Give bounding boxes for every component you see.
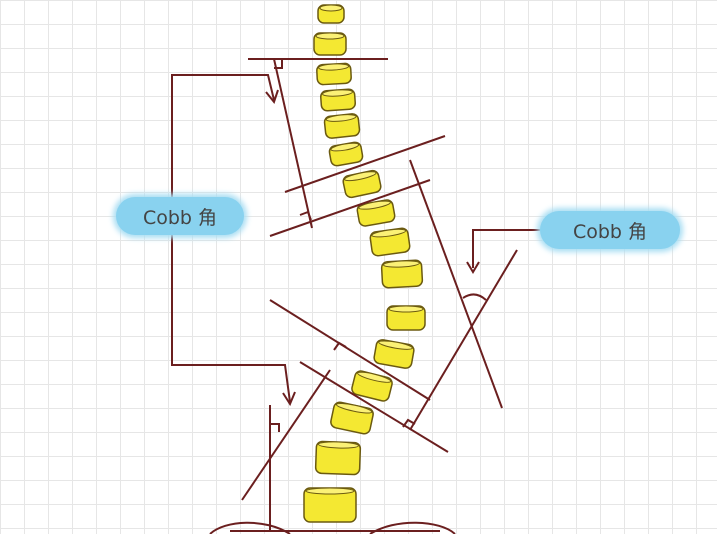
vertebra xyxy=(380,259,424,289)
vertebra xyxy=(342,169,382,199)
vertebra xyxy=(303,487,357,523)
cobb-angle-label-upper-text: Cobb 角 xyxy=(142,206,218,229)
vertebra xyxy=(316,62,352,86)
arrow-icon xyxy=(265,89,279,105)
vertebra-endplate xyxy=(330,142,360,152)
arrow-icon xyxy=(282,391,296,407)
cobb-angle-label-upper: Cobb 角 xyxy=(116,197,244,235)
right-angle-icon xyxy=(274,59,283,69)
vertebra xyxy=(330,401,374,435)
vertebra-endplate xyxy=(317,441,359,449)
vertebra-endplate xyxy=(318,63,350,71)
arrow-icon xyxy=(466,261,480,274)
vertebra xyxy=(323,113,361,139)
vertebra xyxy=(356,199,396,227)
vertebra-endplate xyxy=(305,487,355,495)
right-angle-icon xyxy=(270,423,280,432)
upper-bottom-endplate-line-a xyxy=(284,135,446,193)
cobb-lines xyxy=(171,58,540,532)
lower-bottom-tilted-line xyxy=(241,369,331,501)
right-bracket xyxy=(472,229,540,268)
vertebra xyxy=(373,339,415,369)
upper-right-perpendicular xyxy=(409,159,503,409)
vertebra xyxy=(317,4,345,24)
lower-right-perpendicular xyxy=(409,249,518,431)
vertebra-endplate xyxy=(335,402,373,414)
vertebra xyxy=(314,440,362,476)
vertebra-endplate xyxy=(344,171,377,182)
vertebra-endplate xyxy=(358,200,391,210)
vertebra xyxy=(351,370,393,402)
vertebra-endplate xyxy=(325,114,357,122)
vertebra xyxy=(386,305,426,331)
upper-bottom-endplate-line-b xyxy=(269,179,431,237)
vertebra-endplate xyxy=(371,228,407,238)
vertebra-endplate xyxy=(378,340,413,350)
cobb-angle-label-lower: Cobb 角 xyxy=(540,211,680,249)
vertebra-endplate xyxy=(322,89,353,97)
vertebra xyxy=(328,141,364,167)
vertebra-endplate xyxy=(315,32,345,40)
lower-top-endplate-line-a xyxy=(269,299,431,401)
upper-top-perpendicular xyxy=(273,58,313,229)
right-angle-icon xyxy=(333,341,347,351)
left-bracket-lower xyxy=(171,235,291,403)
vertebra xyxy=(369,227,411,257)
angle-arc-icon xyxy=(462,293,487,301)
right-angle-icon xyxy=(299,210,312,221)
vertebra-endplate xyxy=(383,260,420,268)
vertebra-endplate xyxy=(388,305,424,313)
right-angle-icon xyxy=(402,418,416,428)
vertebra-endplate xyxy=(357,371,392,383)
pelvis-outline xyxy=(209,521,456,534)
cobb-angle-label-lower-text: Cobb 角 xyxy=(572,220,648,243)
spine xyxy=(303,4,426,523)
vertebra xyxy=(313,32,347,56)
vertebra-endplate xyxy=(319,4,343,12)
left-bracket xyxy=(171,74,275,197)
vertebra xyxy=(319,88,357,112)
